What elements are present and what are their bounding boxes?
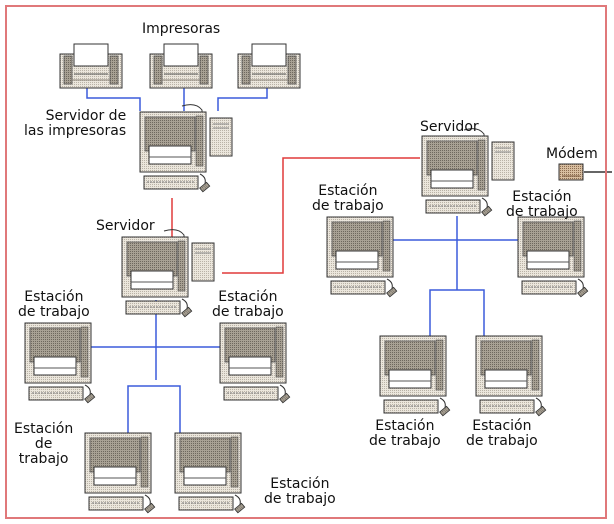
print-server-icon — [140, 105, 232, 192]
workstation-label: Estación de trabajo — [14, 422, 73, 467]
modem-label: Módem — [546, 147, 598, 162]
printer-icon — [238, 44, 300, 88]
print-server-label: Servidor de las impresoras — [24, 109, 126, 139]
workstation-icon — [476, 336, 546, 416]
server-icon — [422, 129, 514, 216]
printers-label: Impresoras — [142, 22, 220, 37]
workstation-label: Estación de trabajo — [312, 184, 384, 214]
printer-icon — [60, 44, 122, 88]
workstation-icon — [327, 217, 397, 297]
ethernet-left-branch-1 — [128, 386, 156, 440]
printer-icon — [150, 44, 212, 88]
workstation-label: Estación de trabajo — [369, 419, 441, 449]
workstation-label: Estación de trabajo — [466, 419, 538, 449]
server-icon — [122, 230, 214, 317]
workstation-icon — [220, 323, 290, 403]
workstation-label: Estación de trabajo — [264, 477, 336, 507]
workstation-icon — [85, 433, 155, 513]
workstation-icon — [380, 336, 450, 416]
ethernet-right-branch-2 — [457, 290, 484, 336]
ethernet-left-branch-2 — [156, 386, 180, 440]
workstation-icon — [25, 323, 95, 403]
workstation-icon — [175, 433, 245, 513]
server-right-label: Servidor — [420, 120, 479, 135]
modem-icon — [559, 164, 583, 180]
workstation-icon — [518, 217, 588, 297]
ethernet-right-branch-1 — [430, 290, 457, 336]
workstation-label: Estación de trabajo — [212, 290, 284, 320]
workstation-label: Estación de trabajo — [506, 190, 578, 220]
workstation-label: Estación de trabajo — [18, 290, 90, 320]
server-main-label: Servidor — [96, 219, 155, 234]
